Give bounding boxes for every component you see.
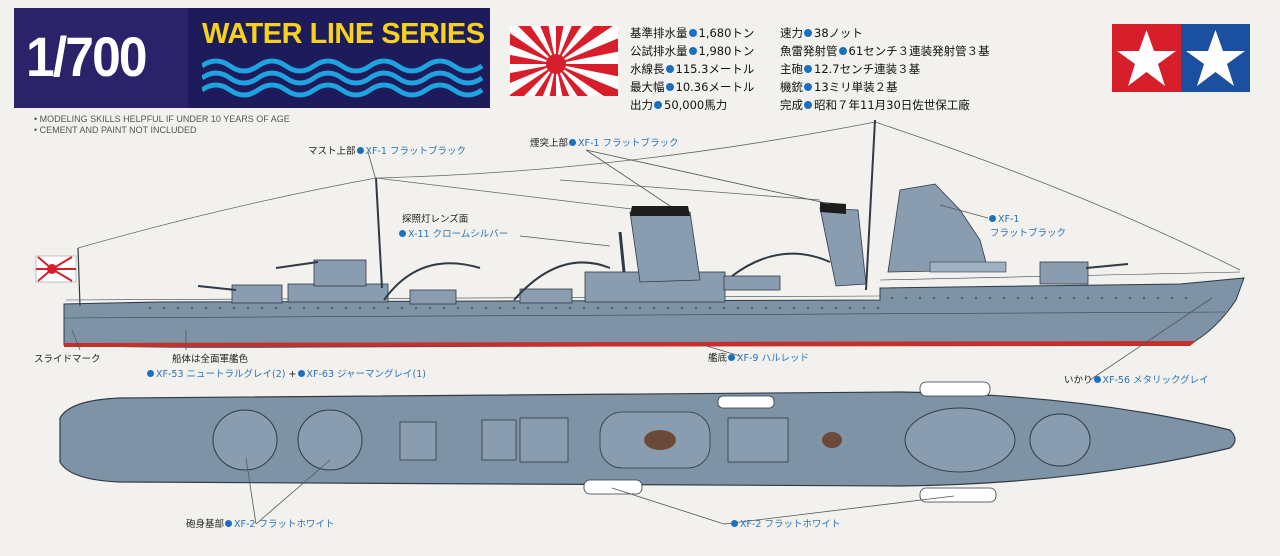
ship-top-view [59, 381, 1236, 503]
label-bridge-name: フラットブラック [990, 228, 1067, 239]
ship-side-view [35, 119, 1245, 348]
spec-label: 主砲 [780, 62, 803, 76]
spec-row: 基準排水量 1,680トン [630, 24, 754, 42]
color-dot-icon [356, 147, 364, 154]
spec-value: 61センチ３連装発射管３基 [848, 44, 990, 58]
spec-row: 最大幅 10.36メートル [630, 78, 754, 96]
note-age: • MODELING SKILLS HELPFUL IF UNDER 10 YE… [34, 114, 290, 124]
spec-row: 魚雷発射管 61センチ３連装発射管３基 [780, 42, 990, 60]
spec-value: 50,000馬力 [664, 98, 728, 112]
leader-lines [71, 149, 1213, 525]
series-box: WATER LINE SERIES [188, 8, 490, 108]
tamiya-star-logo [1112, 24, 1250, 92]
spec-value: 12.7センチ連装３基 [814, 62, 921, 76]
color-dot-icon [399, 230, 406, 237]
label-boats: XF-2 フラットホワイト [730, 519, 841, 531]
color-dot-icon [225, 520, 233, 527]
spec-dot-icon [838, 47, 847, 55]
spec-dot-icon [688, 29, 697, 37]
color-dot-icon [1093, 376, 1101, 383]
waves-icon [202, 58, 484, 98]
color-dot-icon [147, 370, 154, 377]
spec-dot-icon [804, 83, 812, 91]
spec-dot-icon [688, 47, 697, 55]
spec-dot-icon [804, 29, 812, 37]
scale-text: 1/700 [26, 25, 148, 88]
color-dot-icon [728, 354, 736, 361]
rigging-lines [77, 121, 1241, 271]
color-dot-icon [731, 520, 738, 527]
spec-row: 水線長 115.3メートル [630, 60, 754, 78]
series-title: WATER LINE SERIES [202, 18, 485, 50]
rising-sun-flag-icon [510, 26, 618, 96]
spec-label: 最大幅 [630, 80, 665, 94]
label-hull-part: 船体は全面軍艦色 [172, 354, 249, 365]
scale-box: 1/700 [14, 8, 188, 108]
spec-value: 1,980トン [698, 44, 755, 58]
color-dot-icon [569, 139, 577, 146]
spec-label: 完成 [780, 98, 803, 112]
spec-dot-icon [654, 101, 662, 109]
color-dot-icon [989, 215, 996, 222]
label-searchlight-part: 探照灯レンズ面 [402, 214, 469, 225]
spec-label: 公試排水量 [630, 44, 688, 58]
spec-value: 115.3メートル [675, 62, 755, 76]
spec-value: 昭和７年11月30日佐世保工廠 [814, 98, 970, 112]
specs-left: 基準排水量 1,680トン公試排水量 1,980トン水線長 115.3メートル最大幅 1… [630, 24, 754, 114]
spec-value: 13ミリ単装２基 [814, 80, 898, 94]
spec-row: 機銃 13ミリ単装２基 [780, 78, 990, 96]
note-cement: • CEMENT AND PAINT NOT INCLUDED [34, 125, 197, 135]
spec-row: 出力 50,000馬力 [630, 96, 754, 114]
spec-row: 完成昭和７年11月30日佐世保工廠 [780, 96, 990, 114]
spec-row: 主砲 12.7センチ連装３基 [780, 60, 990, 78]
color-dot-icon [297, 370, 305, 377]
label-hull-mix: XF-53 ニュートラルグレイ(2) +XF-63 ジャーマングレイ(1) [146, 369, 426, 381]
spec-label: 魚雷発射管 [780, 44, 838, 58]
spec-dot-icon [804, 65, 812, 73]
label-searchlight: X-11 クロームシルバー [398, 229, 508, 241]
spec-row: 公試排水量 1,980トン [630, 42, 754, 60]
header-banner: 1/700 WATER LINE SERIES [14, 8, 490, 108]
spec-dot-icon [665, 83, 674, 91]
label-bridge: XF-1 [988, 214, 1019, 226]
spec-label: 速力 [780, 26, 803, 40]
label-slide-mark: スライドマーク [34, 354, 101, 365]
spec-dot-icon [804, 101, 812, 109]
spec-label: 機銃 [780, 80, 803, 94]
spec-value: 10.36メートル [675, 80, 755, 94]
spec-row: 速力 38ノット [780, 24, 990, 42]
spec-label: 水線長 [630, 62, 665, 76]
notes: • MODELING SKILLS HELPFUL IF UNDER 10 YE… [34, 114, 290, 136]
spec-value: 1,680トン [698, 26, 755, 40]
spec-label: 基準排水量 [630, 26, 688, 40]
spec-dot-icon [665, 65, 674, 73]
spec-label: 出力 [630, 98, 653, 112]
spec-value: 38ノット [814, 26, 863, 40]
